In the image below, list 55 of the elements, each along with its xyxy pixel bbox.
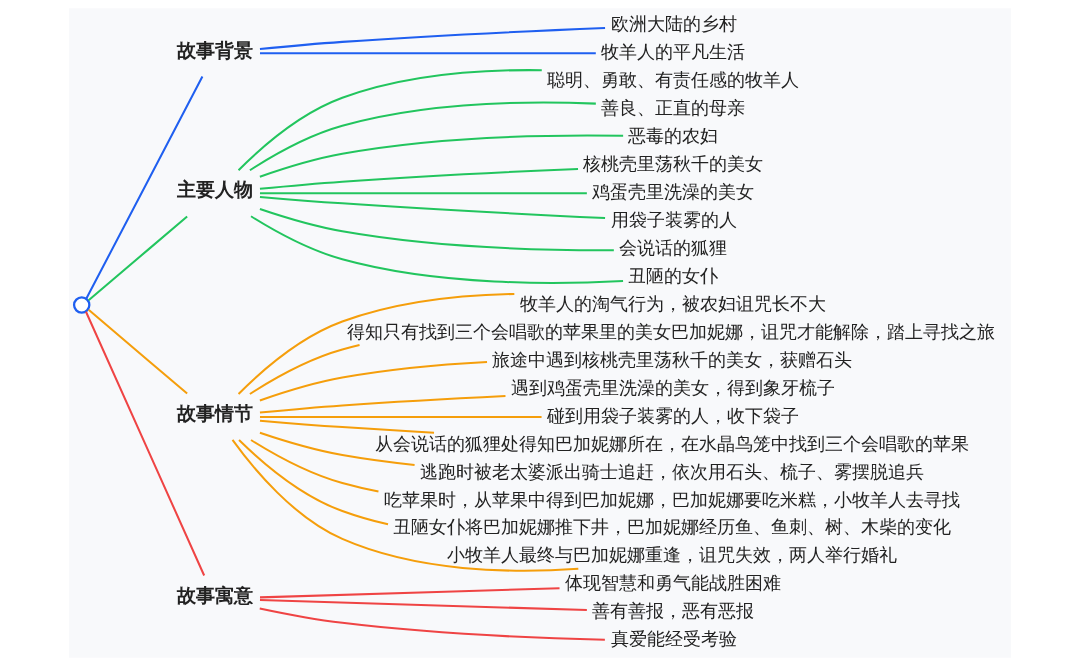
connector [85,76,204,300]
node-text: 欧洲大陆的乡村 [610,13,737,35]
node-text: 旅途中遇到核桃壳里荡秋千的美女，获赠石头 [492,348,853,370]
connector [259,360,488,402]
connector [259,607,605,641]
node-text: 故事情节 [177,402,254,425]
connector [88,309,188,395]
node-text: 牧羊人的平凡生活 [601,41,746,63]
node-text: 小牧羊人最终与巴加妮娜重逢，诅咒失效，两人举行婚礼 [447,544,898,566]
connector [260,52,596,55]
node-text: 体现智慧和勇气能战胜困难 [564,572,781,594]
node-text: 逃跑时被老太婆派出骑士追赶，依次用石头、梳子、雾摆脱追兵 [419,460,924,482]
node-text: 碰到用袋子装雾的人，收下袋子 [546,404,799,426]
connector [260,192,587,195]
connector [249,344,360,395]
connector [237,293,515,395]
node-text: 善良、正直的母亲 [601,96,746,118]
node-text: 鸡蛋壳里洗澡的美女 [592,180,755,202]
connector [259,599,587,612]
connector [259,419,435,434]
node-text: 故事背景 [177,38,254,61]
node-text: 故事寓意 [177,583,254,606]
node-text: 恶毒的农妇 [628,124,719,146]
connector [237,69,542,171]
connector [250,215,624,284]
node-text: 核桃壳里荡秋千的美女 [583,152,764,174]
node-text: 真爱能经受考验 [610,628,737,650]
node-text: 善有善报，恶有恶报 [592,600,755,622]
node-text: 用袋子装雾的人 [610,208,737,230]
node-text: 主要人物 [177,178,254,201]
connector [238,439,389,526]
connector [259,394,506,414]
connector [259,26,606,50]
connector [259,431,415,466]
connector [250,439,379,493]
node-text: 吃苹果时，从苹果中得到巴加妮娜，巴加妮娜要吃米糕，小牧羊人去寻找 [383,488,960,510]
connector [88,215,188,301]
node-text: 会说话的狐狸 [619,236,728,258]
node-text: 聪明、勇敢、有责任感的牧羊人 [546,69,799,90]
connector [259,195,606,220]
connector [259,587,560,599]
node-text: 遇到鸡蛋壳里洗澡的美女，得到象牙梳子 [510,376,835,398]
connector [231,439,579,572]
node-circle [72,296,91,314]
connector [259,134,624,178]
connector [260,415,542,418]
connector [259,208,614,252]
node-text: 牧羊人的淘气行为，被农妇诅咒长不大 [519,292,826,314]
node-text: 得知只有找到三个会唱歌的苹果里的美女巴加妮娜，诅咒才能解除，踏上寻找之旅 [347,320,996,342]
node-text: 丑陋女仆将巴加妮娜推下井，巴加妮娜经历鱼、鱼刺、树、木柴的变化 [393,516,952,538]
node-text: 丑陋的女仆 [628,264,719,286]
connector [85,311,206,576]
connector [259,167,579,190]
node-text: 从会说话的狐狸处得知巴加妮娜所在，在水晶鸟笼中找到三个会唱歌的苹果 [374,432,969,454]
connector [249,101,596,172]
